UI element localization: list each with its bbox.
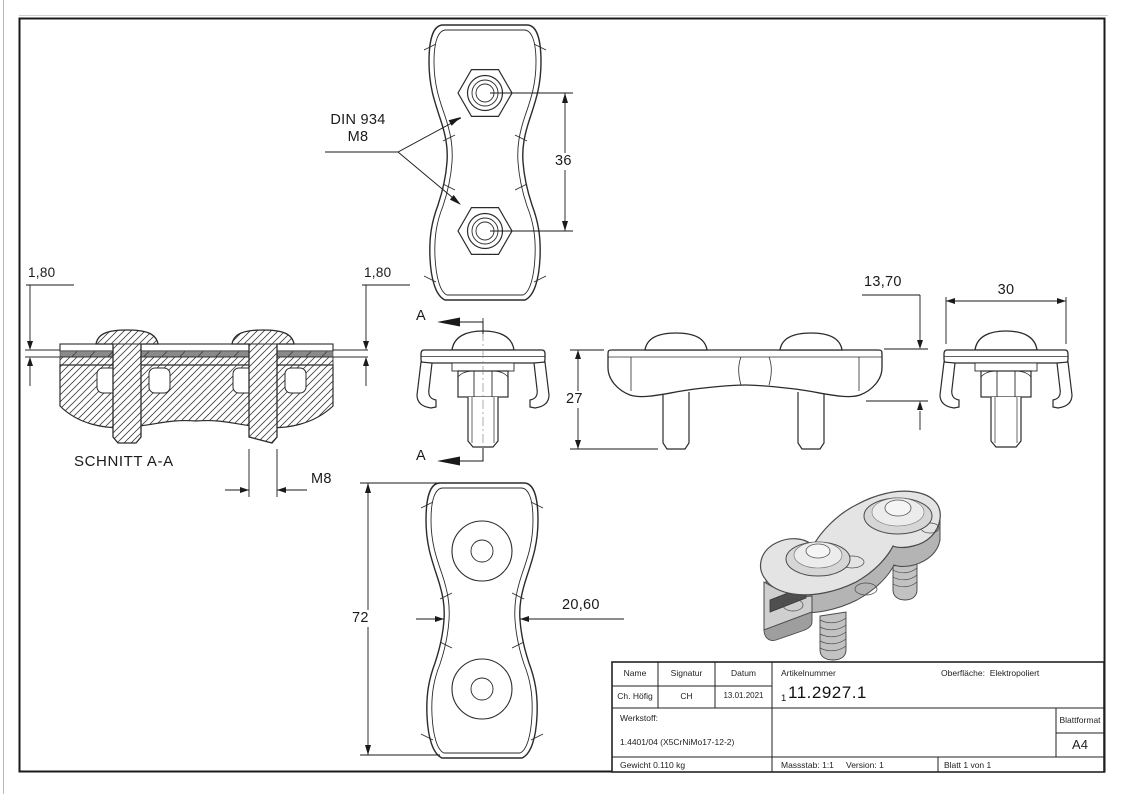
tb-weight: Gewicht 0.110 kg [620, 760, 686, 770]
bolt-section-right [231, 329, 295, 444]
section-marker-bottom [437, 448, 484, 466]
isometric-view [759, 490, 941, 661]
section-view [25, 284, 410, 497]
dim-label-30: 30 [997, 282, 1015, 298]
section-marker-label-bottom: A [416, 448, 426, 464]
iso-bolt-head-lower [785, 541, 851, 577]
tb-datum: 13.01.2021 [723, 691, 764, 700]
tb-surface-label: Oberfläche: [941, 668, 985, 678]
tb-scale: Massstab: 1:1 [781, 760, 834, 770]
dim-label-72: 72 [350, 610, 371, 627]
dim-label-27: 27 [564, 391, 585, 408]
section-marker-top [437, 317, 484, 334]
tb-format-label: Blattformat [1059, 715, 1101, 725]
tb-sheet: Blatt 1 von 1 [944, 760, 992, 770]
dim-label-180-left: 1,80 [28, 265, 56, 280]
tb-article-label: Artikelnummer [781, 668, 836, 678]
tb-version: Version: 1 [846, 760, 884, 770]
dim-180-right [362, 284, 410, 386]
dim-1370 [862, 294, 928, 430]
iso-bolt-head-upper [863, 497, 933, 535]
profile-view-right [939, 297, 1073, 448]
bolt-section-left [95, 329, 159, 444]
tb-signatur: CH [680, 691, 693, 701]
front-view [570, 294, 928, 450]
tb-surface-value: Elektropoliert [989, 668, 1040, 678]
tb-material-label: Werkstoff: [620, 713, 658, 723]
dim-label-m8: M8 [311, 471, 332, 487]
tb-material-value: 1.4401/04 (X5CrNiMo17-12-2) [620, 737, 735, 747]
tb-article-prefix: 1 [781, 693, 787, 704]
rope-cross-section [59, 350, 334, 358]
tb-format-value: A4 [1072, 737, 1088, 752]
profile-view-left [416, 317, 550, 466]
tb-header-signatur: Signatur [670, 668, 703, 678]
section-title: SCHNITT A-A [74, 453, 174, 470]
dim-m8 [225, 449, 307, 497]
dim-180-left [26, 284, 74, 386]
tb-article-number: 11.2927.1 [788, 683, 867, 702]
dim-label-36: 36 [553, 153, 574, 170]
tb-header-datum: Datum [730, 668, 757, 678]
tb-surface: Oberfläche: Elektropoliert [941, 668, 1040, 678]
dim-label-1370: 13,70 [864, 274, 902, 290]
dim-30 [945, 297, 1067, 344]
dim-2060 [416, 616, 624, 622]
leader-label-din934: DIN 934 M8 [330, 112, 386, 145]
dim-label-2060: 20,60 [562, 597, 600, 613]
leader-din934 [325, 117, 462, 205]
top-view [325, 24, 573, 301]
dim-label-180-right: 1,80 [364, 265, 392, 280]
title-block [611, 661, 1105, 773]
drawing-frame [18, 17, 1106, 773]
bottom-view [360, 482, 624, 759]
tb-name: Ch. Höfig [617, 691, 653, 701]
section-marker-label-top: A [416, 308, 426, 324]
tb-header-name: Name [623, 668, 647, 678]
